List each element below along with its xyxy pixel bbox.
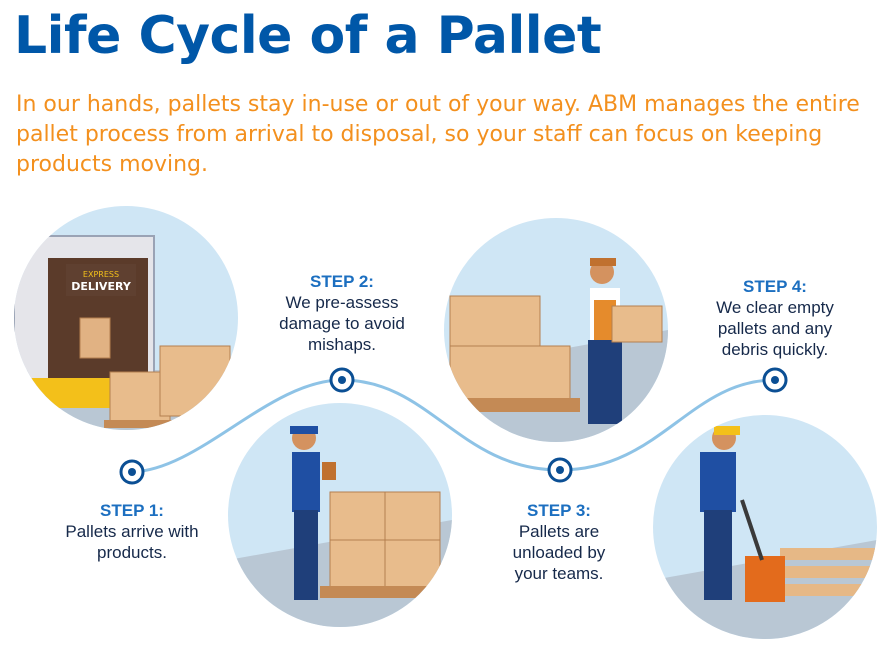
step-2-description: We pre-assess damage to avoid mishaps. [279,293,405,354]
step-3-image [444,218,668,442]
step-4-description: We clear empty pallets and any debris qu… [716,298,834,359]
step-2-text: STEP 2: We pre-assess damage to avoid mi… [272,271,412,355]
step-4-marker [762,367,788,393]
step-1-text: STEP 1: Pallets arrive with products. [62,500,202,563]
step-3-text: STEP 3: Pallets are unloaded by your tea… [494,500,624,584]
sign-line-1: EXPRESS [83,270,119,279]
step-1-marker [119,459,145,485]
sign-line-2: DELIVERY [71,280,132,293]
express-delivery-sign: EXPRESS DELIVERY [66,264,136,296]
step-2-marker [329,367,355,393]
step-2-label: STEP 2: [310,272,374,291]
step-4-text: STEP 4: We clear empty pallets and any d… [700,276,850,360]
step-2-image [228,403,452,627]
intro-text: In our hands, pallets stay in-use or out… [16,92,860,177]
step-3-marker [547,457,573,483]
step-1-description: Pallets arrive with products. [65,522,199,562]
step-3-description: Pallets are unloaded by your teams. [512,522,606,583]
page-title: Life Cycle of a Pallet [14,6,602,66]
lifecycle-path [131,378,776,474]
step-1-label: STEP 1: [100,501,164,520]
step-1-image: EXPRESS DELIVERY [14,206,238,430]
step-3-label: STEP 3: [527,501,591,520]
step-4-label: STEP 4: [743,277,807,296]
step-4-image [653,415,877,639]
